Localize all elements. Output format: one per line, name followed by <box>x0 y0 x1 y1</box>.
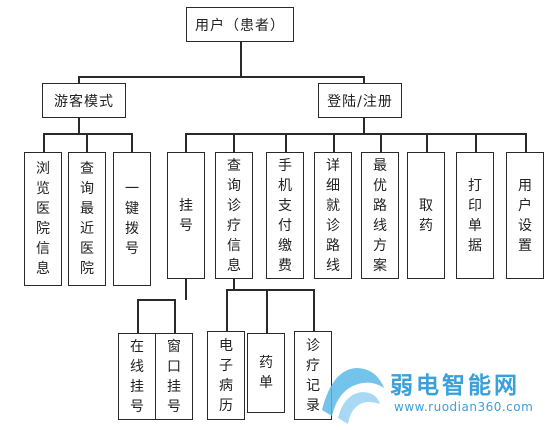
watermark-url: www.ruodian360.com <box>394 400 534 414</box>
connector <box>240 42 242 77</box>
connector <box>174 299 176 333</box>
watermark: 弱电智能网 www.ruodian360.com <box>318 358 550 428</box>
connector <box>333 133 335 152</box>
login-child-node: 手机支付缴费 <box>266 152 304 279</box>
connector <box>86 133 88 152</box>
guest-child-label: 一键拨号 <box>124 181 139 257</box>
login-child-label: 挂号 <box>178 197 193 234</box>
register-child-node: 在线挂号 <box>118 333 156 420</box>
connector <box>185 133 526 135</box>
connector <box>78 117 80 134</box>
login-child-label: 用户设置 <box>517 177 532 254</box>
connector <box>78 76 80 83</box>
connector <box>226 289 314 291</box>
login-child-label: 最优路线方案 <box>372 157 387 274</box>
register-child-label: 在线挂号 <box>129 338 144 415</box>
connector <box>426 133 428 152</box>
connector <box>137 299 139 333</box>
watermark-text: 弱电智能网 <box>390 373 520 399</box>
query-child-node: 电子病历 <box>207 331 245 420</box>
connector <box>380 133 382 152</box>
register-child-node: 窗口挂号 <box>155 333 193 420</box>
connector <box>363 117 365 134</box>
connector <box>475 133 477 152</box>
login-child-label: 打印单据 <box>467 177 482 254</box>
connector <box>525 133 527 152</box>
login-child-label: 查询诊疗信息 <box>226 157 241 274</box>
login-child-node: 挂号 <box>167 152 205 279</box>
guest-child-node: 查询最近医院 <box>68 152 106 286</box>
register-child-label: 窗口挂号 <box>166 338 181 415</box>
login-child-node: 取药 <box>407 152 445 279</box>
query-child-label: 诊疗记录 <box>305 337 320 414</box>
login-register-label: 登陆/注册 <box>327 93 393 110</box>
guest-child-label: 浏览医院信息 <box>35 161 50 277</box>
connector <box>185 278 187 300</box>
root-label: 用户（患者） <box>195 17 285 34</box>
connector <box>226 289 228 331</box>
guest-child-label: 查询最近医院 <box>79 161 94 277</box>
connector <box>266 289 268 333</box>
connector <box>185 133 187 152</box>
connector <box>137 299 175 301</box>
connector <box>233 278 235 290</box>
connector <box>233 133 235 152</box>
connector <box>131 133 133 152</box>
login-child-node: 打印单据 <box>456 152 494 279</box>
guest-mode-label: 游客模式 <box>54 93 114 110</box>
login-child-label: 手机支付缴费 <box>277 157 292 274</box>
guest-child-node: 一键拨号 <box>113 152 151 286</box>
query-child-node: 药单 <box>247 333 285 413</box>
connector <box>43 133 45 152</box>
login-child-node: 查询诊疗信息 <box>215 152 253 279</box>
login-child-node: 用户设置 <box>506 152 544 279</box>
login-child-node: 最优路线方案 <box>361 152 399 279</box>
login-child-label: 取药 <box>418 197 433 234</box>
connector <box>313 289 315 331</box>
guest-mode-node: 游客模式 <box>42 83 126 118</box>
connector <box>363 76 365 83</box>
connector <box>285 133 287 152</box>
connector <box>78 76 364 78</box>
login-child-label: 详细就诊路线 <box>325 157 340 274</box>
query-child-label: 药单 <box>258 355 273 391</box>
login-register-node: 登陆/注册 <box>318 83 402 118</box>
root-node: 用户（患者） <box>186 7 294 42</box>
login-child-node: 详细就诊路线 <box>314 152 352 279</box>
query-child-label: 电子病历 <box>218 337 233 414</box>
guest-child-node: 浏览医院信息 <box>24 152 62 286</box>
watermark-logo-icon <box>322 368 384 424</box>
